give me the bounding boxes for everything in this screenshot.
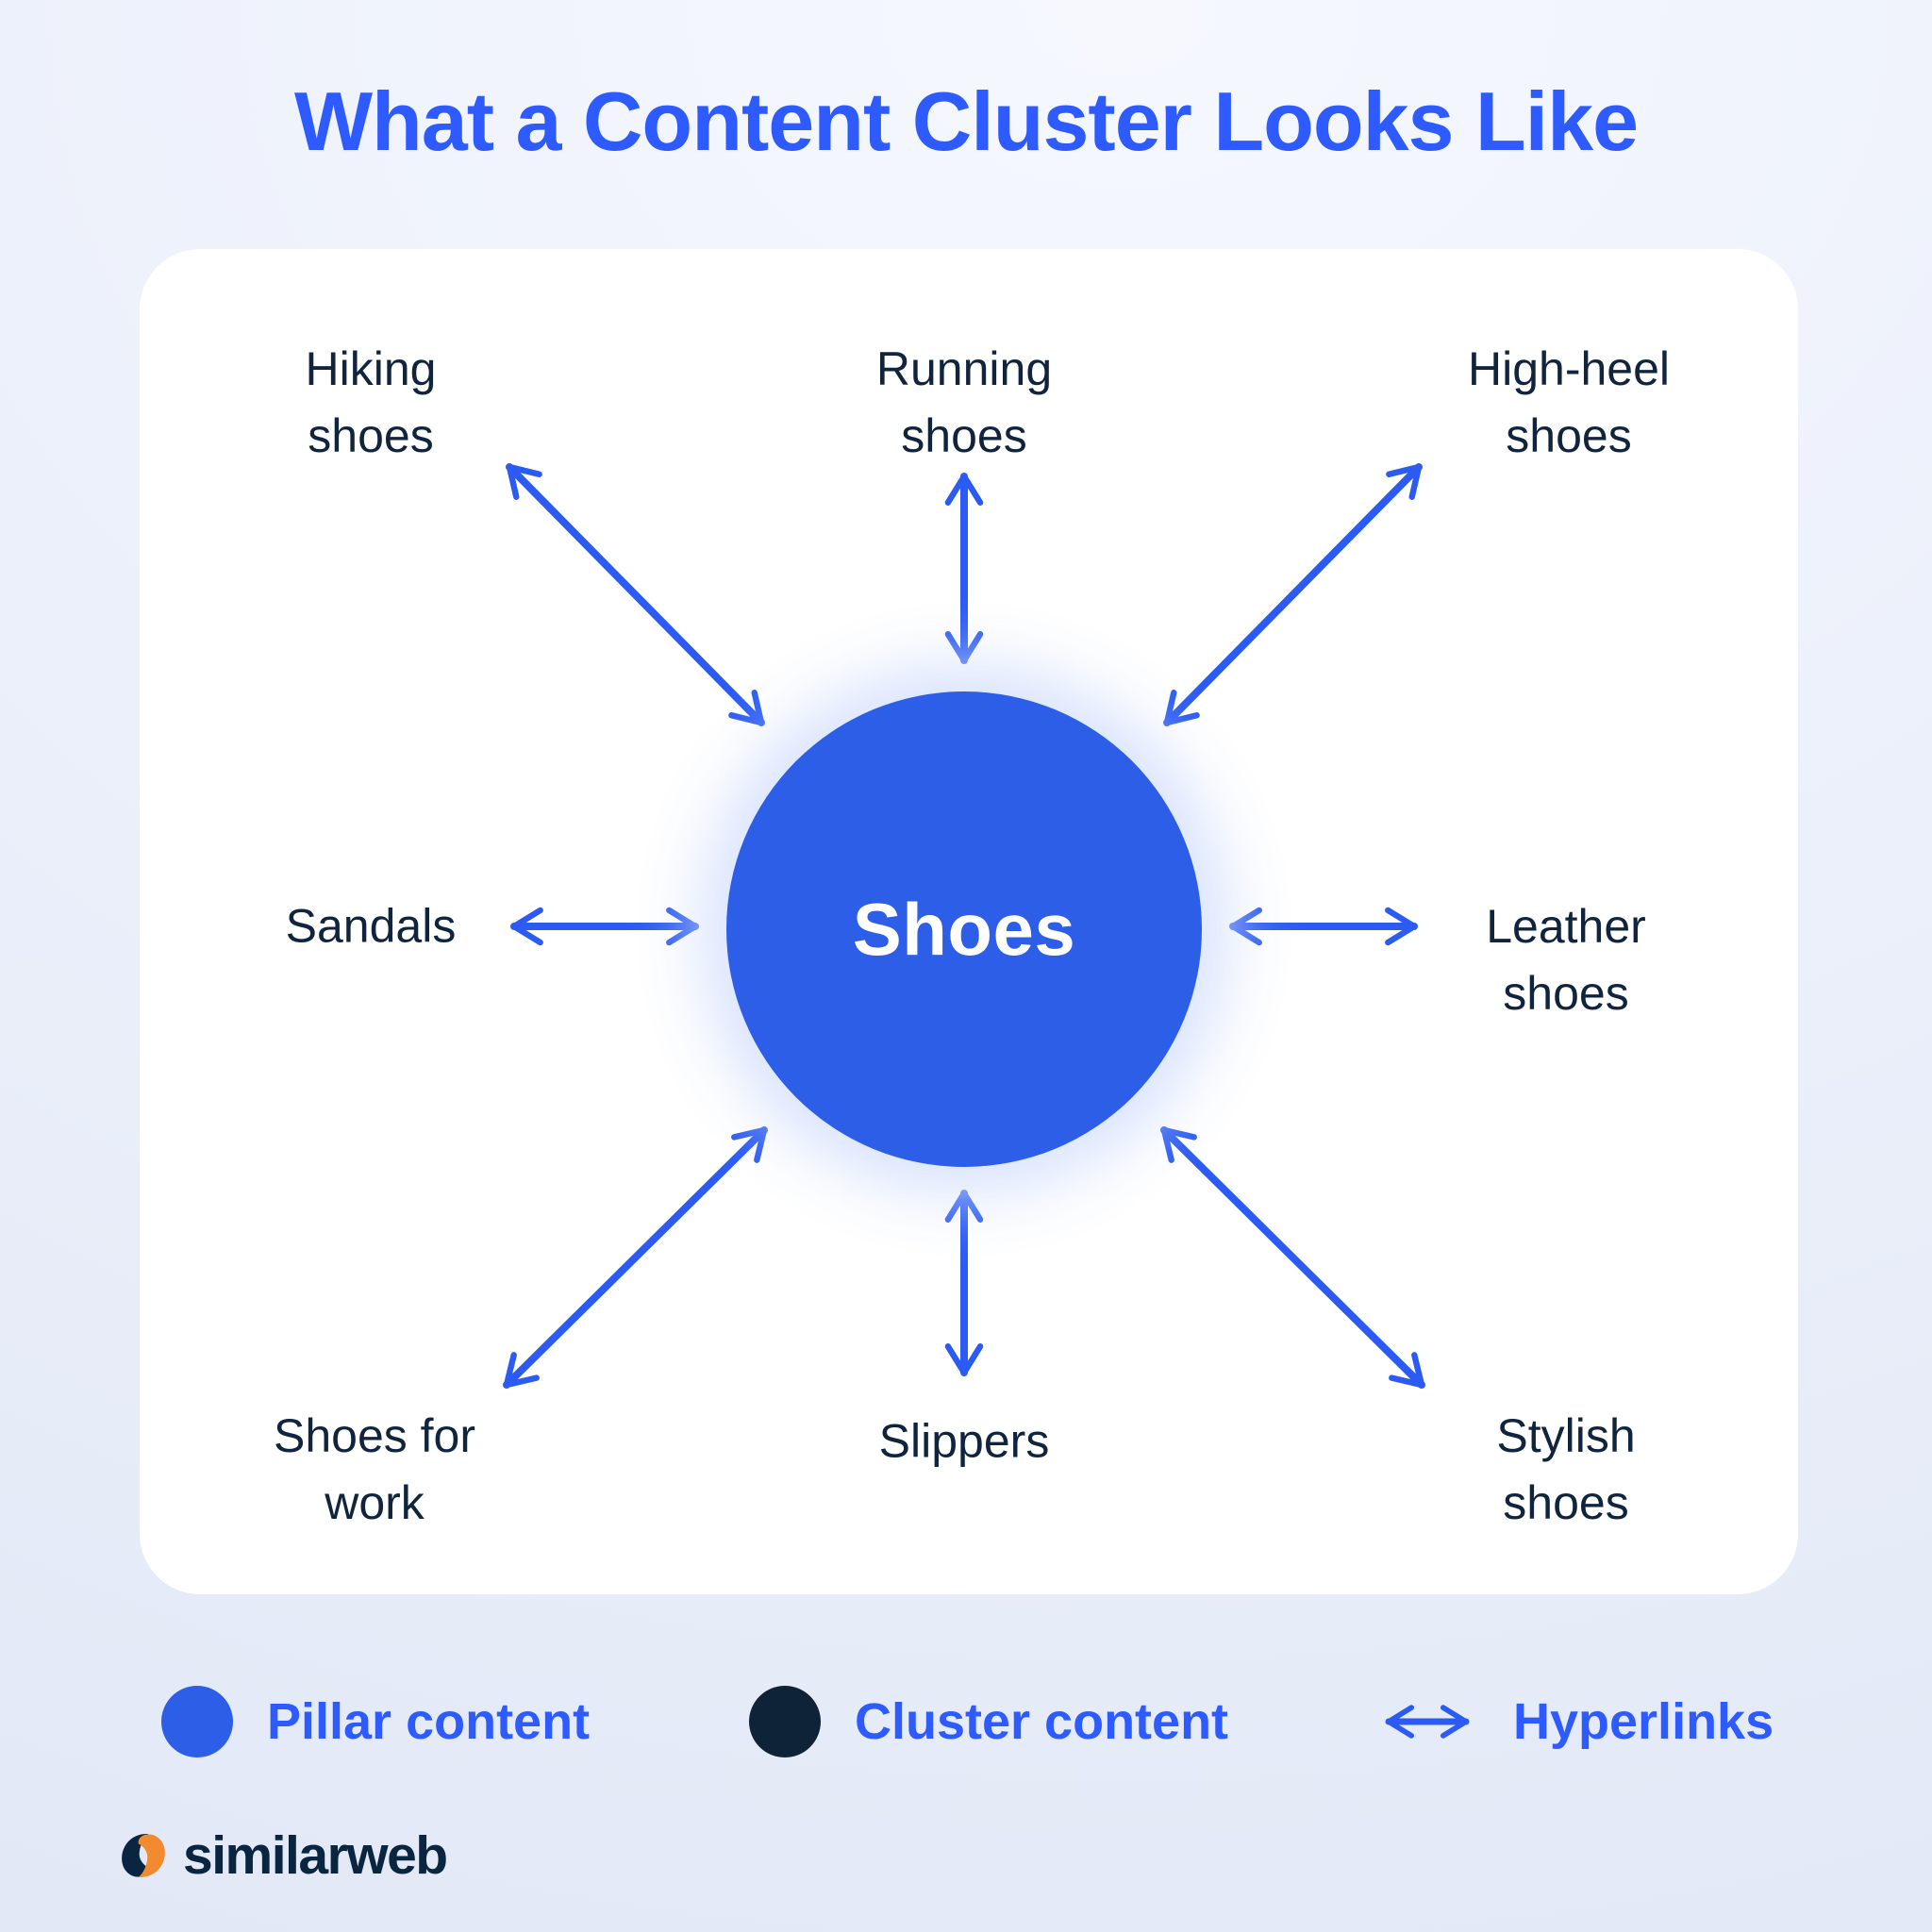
cluster-node-slippers: Slippers bbox=[878, 1414, 1050, 1468]
cluster-node-stylish-shoes: Stylish shoes bbox=[1496, 1409, 1636, 1529]
legend-label-pillar-content: Pillar content bbox=[267, 1693, 591, 1750]
page-title: What a Content Cluster Looks Like bbox=[293, 75, 1639, 168]
double-arrow-icon bbox=[1385, 1705, 1470, 1739]
legend-item-cluster-content: Cluster content bbox=[749, 1685, 1228, 1758]
legend-label-cluster-content: Cluster content bbox=[855, 1693, 1229, 1750]
cluster-node-hiking-shoes: Hiking shoes bbox=[305, 342, 437, 462]
legend-item-hyperlinks: Hyperlinks bbox=[1375, 1685, 1774, 1758]
legend-label-hyperlinks: Hyperlinks bbox=[1513, 1693, 1774, 1750]
similarweb-mark-icon bbox=[122, 1834, 165, 1877]
similarweb-logo: similarweb bbox=[119, 1824, 448, 1887]
cluster-node-high-heel-shoes: High-heel shoes bbox=[1467, 342, 1671, 462]
legend-item-pillar-content: Pillar content bbox=[161, 1685, 590, 1758]
pillar-node-label: Shoes bbox=[852, 887, 1076, 971]
pillar-content-swatch-icon bbox=[161, 1686, 233, 1757]
cluster-node-shoes-for-work: Shoes for work bbox=[273, 1409, 476, 1529]
cluster-node-running-shoes: Running shoes bbox=[875, 342, 1053, 462]
similarweb-logo-text: similarweb bbox=[183, 1825, 448, 1886]
pillar-node-shoes: Shoes bbox=[726, 691, 1202, 1167]
cluster-node-leather-shoes: Leather shoes bbox=[1486, 900, 1646, 1020]
cluster-content-swatch-icon bbox=[749, 1686, 821, 1757]
cluster-node-sandals: Sandals bbox=[285, 899, 457, 953]
